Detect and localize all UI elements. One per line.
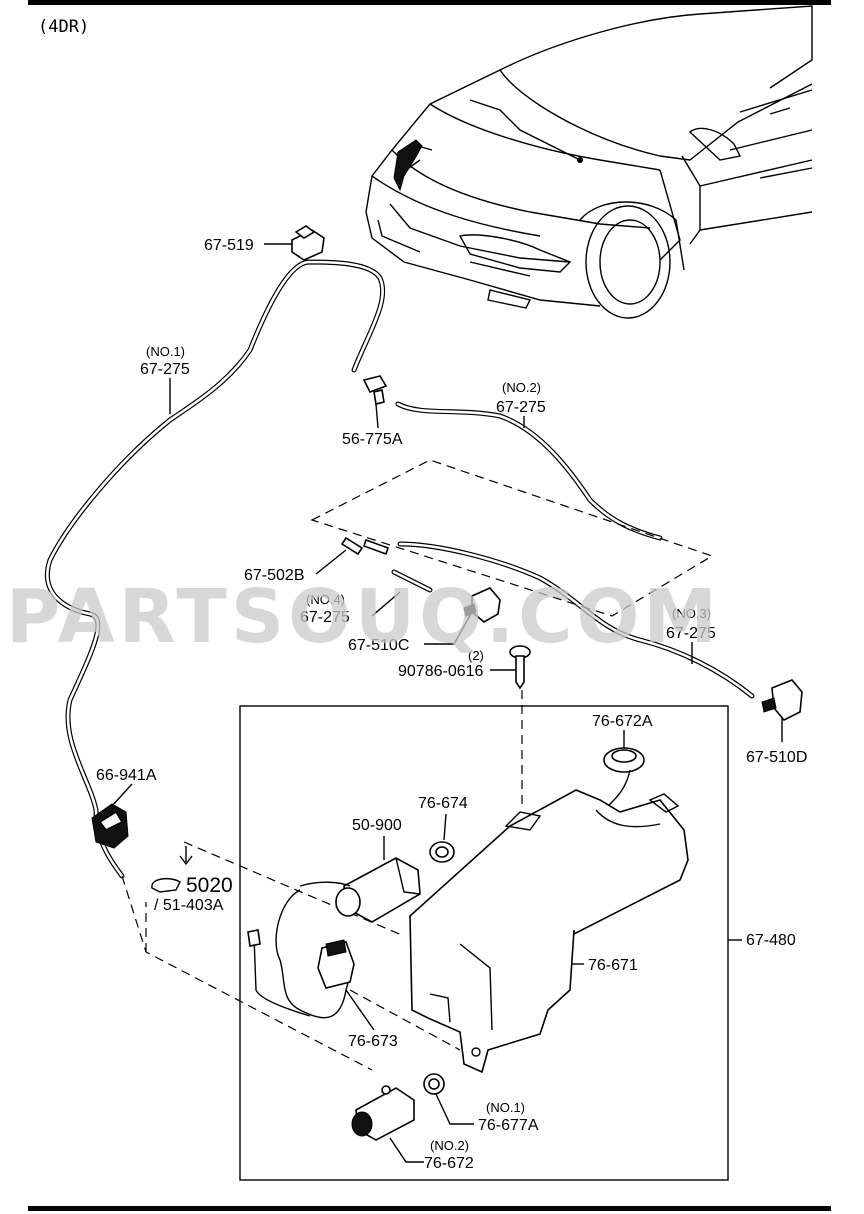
label-67-480[interactable]: 67-480 [746,932,796,949]
label-50-900[interactable]: 50-900 [352,817,402,834]
label-67-510c[interactable]: 67-510C [348,637,409,654]
nozzle-67-510d-icon [761,679,803,721]
seal-76-677a-icon [423,1073,445,1095]
part-labels: 67-519 (NO.1) 67-275 56-775A (NO.2) 67-2… [96,237,807,1172]
label-67-510d[interactable]: 67-510D [746,749,807,766]
label-76-673[interactable]: 76-673 [348,1033,398,1050]
wiring-harness [247,889,351,1019]
variant-label: (4DR) [38,17,89,37]
detail-dashed-box [310,459,714,617]
clip-5020-icon [151,877,181,893]
hose-no2 [395,401,663,541]
label-hose-no1[interactable]: 67-275 [140,361,190,378]
label-hose-no3-note: (NO.3) [672,606,711,621]
bottom-border [28,1206,831,1211]
grommet-76-674-icon [429,841,455,863]
clip-67-519-icon [291,225,325,261]
label-76-671[interactable]: 76-671 [588,957,638,974]
hose-no4 [391,569,433,593]
label-51-403a[interactable]: / 51-403A [154,897,224,914]
label-hose-no1-note: (NO.1) [146,344,185,359]
connector-76-673-icon [317,939,355,989]
label-hose-no3[interactable]: 67-275 [666,625,716,642]
label-76-674[interactable]: 76-674 [418,795,468,812]
bolt-90786-0616-icon [509,645,531,690]
label-66-941a[interactable]: 66-941A [96,767,157,784]
hose-no1 [44,259,386,879]
label-76-677a-note: (NO.1) [486,1100,525,1115]
connector-67-502b-icon [340,536,390,556]
joint-56-775a-icon [362,375,388,405]
label-hose-no2[interactable]: 67-275 [496,399,546,416]
leader-lines [111,243,783,1163]
label-hose-no2-note: (NO.2) [502,380,541,395]
label-67-502b[interactable]: 67-502B [244,567,305,584]
label-90786-0616[interactable]: 90786-0616 [398,663,484,680]
car-illustration [365,5,813,319]
tank-76-671-icon [408,789,689,1074]
watermark: PARTSOUQ.COM [6,574,721,660]
label-hose-no4-note: (NO.4) [306,592,345,607]
label-67-519[interactable]: 67-519 [204,237,254,254]
pump-76-672-icon [351,1085,415,1141]
nozzle-67-510c-icon [463,587,501,623]
label-76-672-note: (NO.2) [430,1138,469,1153]
label-bolt-qty: (2) [468,648,484,663]
label-76-672[interactable]: 76-672 [424,1155,474,1172]
label-76-677a[interactable]: 76-677A [478,1117,539,1134]
cap-76-672a-icon [603,747,645,807]
top-border [28,0,831,5]
bracket-66-941a-icon [91,803,129,849]
label-56-775a[interactable]: 56-775A [342,431,403,448]
arrow-indicator [179,846,193,866]
label-76-672a[interactable]: 76-672A [592,713,653,730]
label-hose-no4[interactable]: 67-275 [300,609,350,626]
pump-50-900-icon [299,857,421,923]
label-5020[interactable]: 5020 [186,874,233,897]
hose-no3 [397,541,755,699]
tank-assembly-box [239,705,729,1181]
